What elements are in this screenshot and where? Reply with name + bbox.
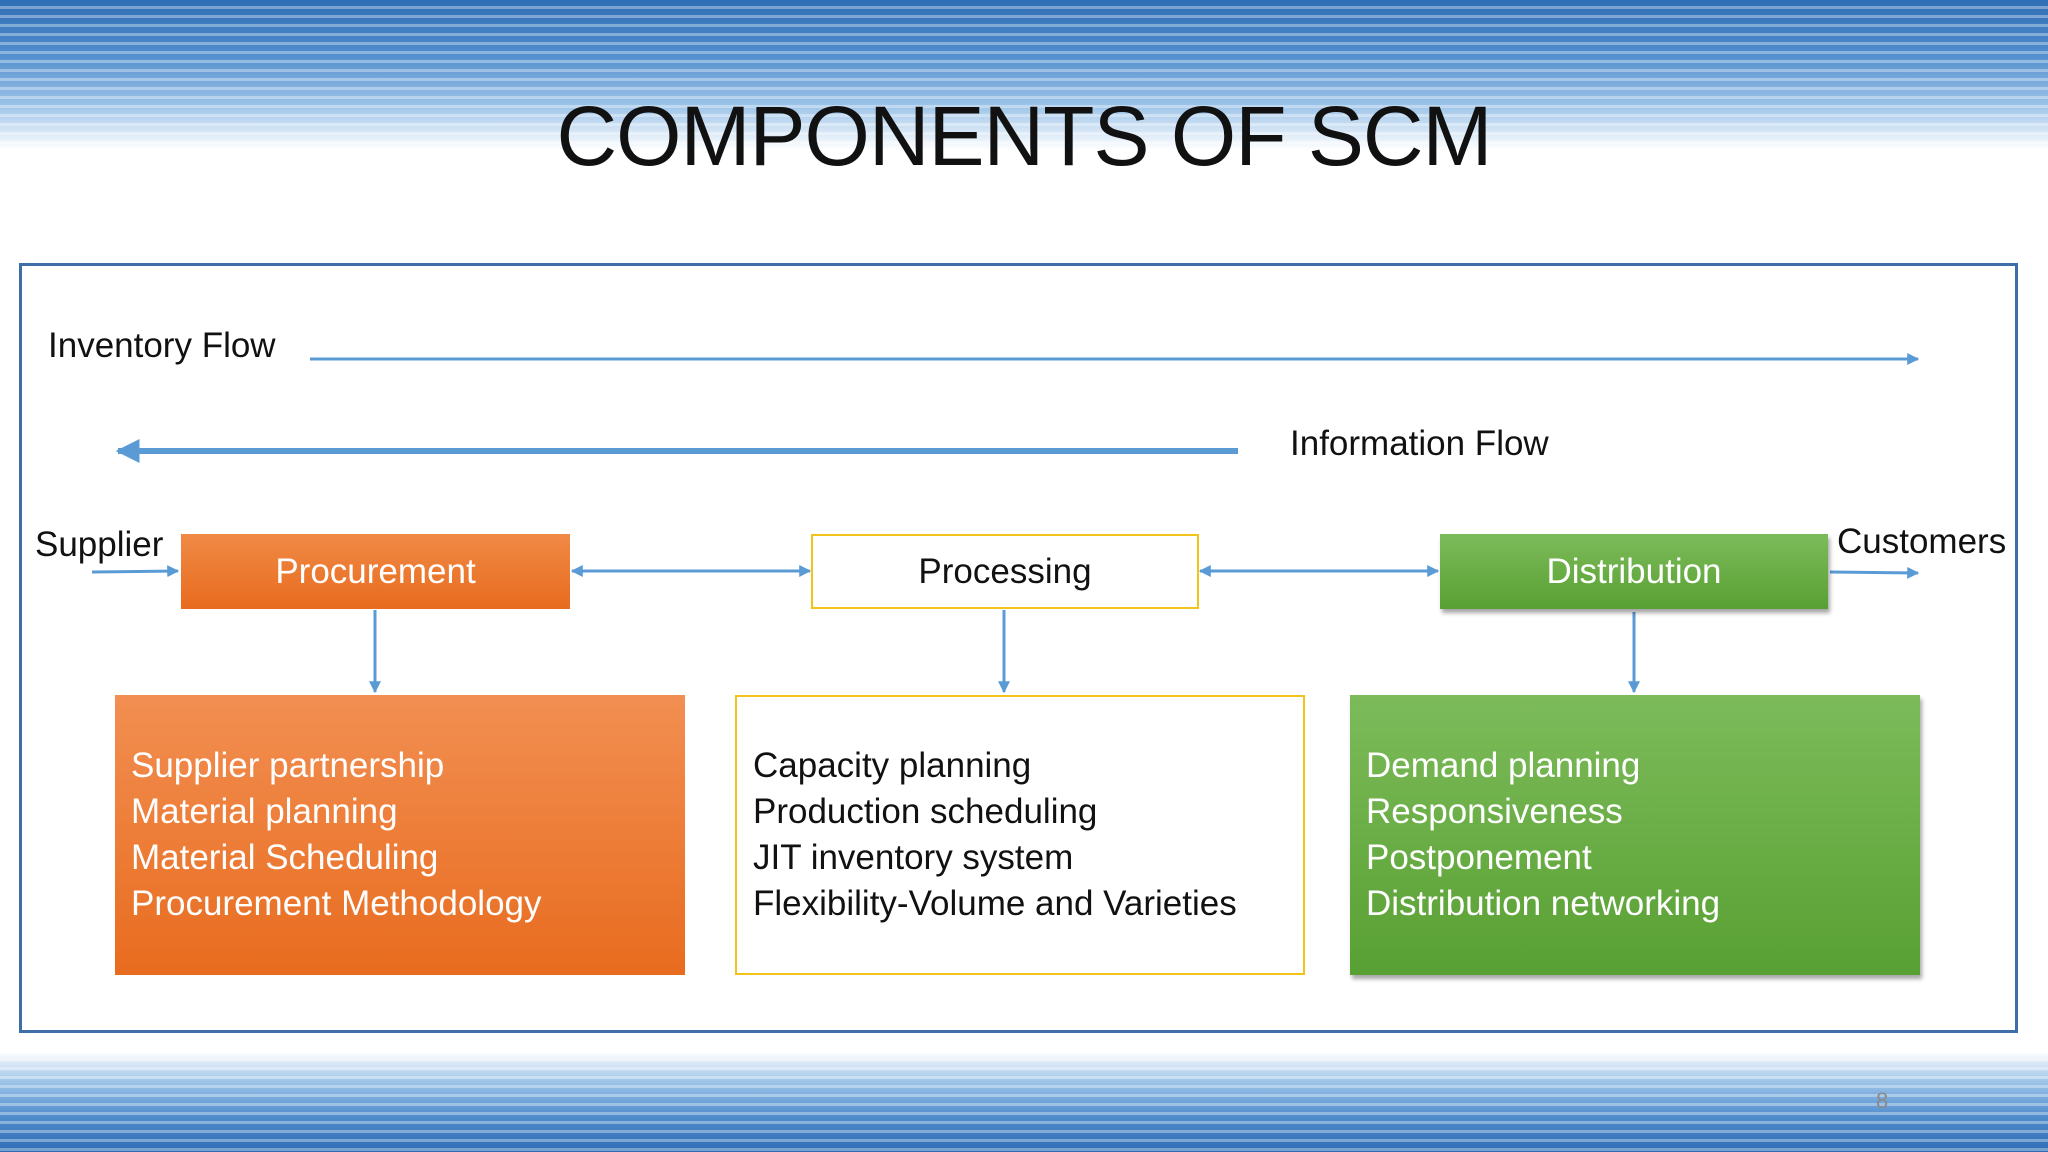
procurement-node: Procurement [181, 534, 570, 609]
customers-arrow [1829, 566, 1920, 579]
top-gradient-band [0, 0, 2048, 150]
bottom-gradient-band [0, 1052, 2048, 1152]
customers-label: Customers [1837, 522, 2007, 561]
processing-label: Processing [918, 551, 1092, 591]
processing-details: Capacity planning Production scheduling … [735, 695, 1305, 975]
distribution-node: Distribution [1440, 534, 1828, 609]
detail-item: JIT inventory system [753, 838, 1074, 877]
diagram-frame [19, 263, 2018, 1033]
distribution-label: Distribution [1546, 551, 1722, 591]
information-flow-label: Information Flow [1290, 424, 1549, 463]
procurement-details: Supplier partnership Material planning M… [115, 695, 685, 975]
detail-item: Demand planning [1366, 746, 1641, 785]
page-number: 8 [1876, 1088, 1889, 1113]
distribution-details: Demand planning Responsiveness Postponem… [1350, 695, 1920, 975]
detail-item: Distribution networking [1366, 884, 1721, 923]
inventory-flow-label: Inventory Flow [48, 326, 276, 365]
detail-item: Responsiveness [1366, 792, 1623, 831]
supplier-arrow [91, 565, 180, 578]
detail-item: Postponement [1366, 838, 1592, 877]
processing-node: Processing [811, 534, 1199, 609]
supplier-label: Supplier [35, 525, 164, 564]
detail-item: Material planning [131, 792, 398, 831]
detail-item: Capacity planning [753, 746, 1032, 785]
procurement-label: Procurement [275, 551, 476, 591]
detail-item: Procurement Methodology [131, 884, 542, 923]
slide-title: COMPONENTS OF SCM [556, 89, 1492, 183]
detail-item: Material Scheduling [131, 838, 439, 877]
detail-item: Flexibility-Volume and Varieties [753, 884, 1237, 923]
detail-item: Supplier partnership [131, 746, 445, 785]
detail-item: Production scheduling [753, 792, 1098, 831]
